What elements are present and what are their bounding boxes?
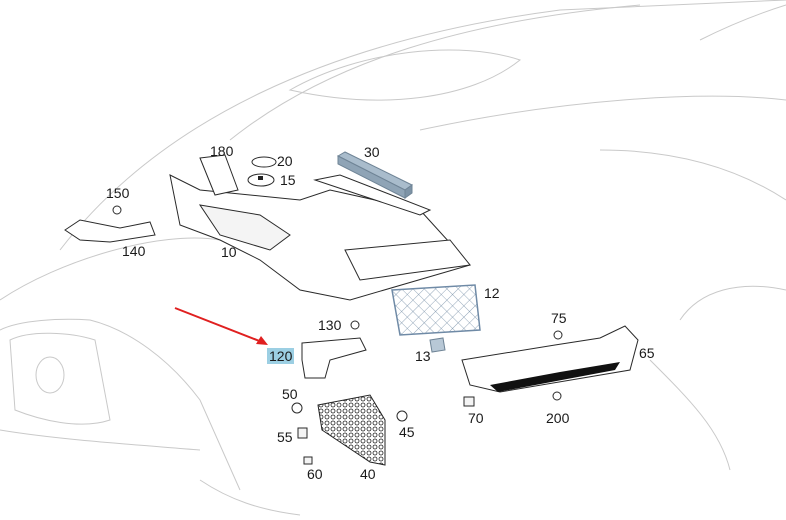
label-10[interactable]: 10 — [221, 244, 237, 260]
part-60[interactable] — [303, 456, 313, 465]
label-150[interactable]: 150 — [106, 185, 130, 201]
label-60[interactable]: 60 — [307, 466, 323, 482]
label-13[interactable]: 13 — [415, 348, 431, 364]
part-45[interactable] — [396, 410, 408, 422]
part-15-center — [258, 176, 263, 180]
label-20[interactable]: 20 — [277, 153, 293, 169]
label-55[interactable]: 55 — [277, 429, 293, 445]
part-140[interactable] — [64, 219, 156, 243]
label-65[interactable]: 65 — [639, 345, 655, 361]
part-30-foam-block[interactable] — [336, 151, 413, 199]
part-13[interactable] — [429, 337, 446, 353]
label-15[interactable]: 15 — [280, 172, 296, 188]
label-45[interactable]: 45 — [399, 424, 415, 440]
part-200-clip[interactable] — [552, 391, 562, 401]
part-130-clip[interactable] — [350, 320, 360, 330]
label-30[interactable]: 30 — [364, 144, 380, 160]
part-65-sill-panel[interactable] — [461, 325, 639, 393]
part-50[interactable] — [291, 402, 303, 414]
label-200[interactable]: 200 — [546, 410, 570, 426]
label-180[interactable]: 180 — [210, 143, 234, 159]
label-50[interactable]: 50 — [282, 386, 298, 402]
part-55[interactable] — [297, 427, 308, 439]
label-40[interactable]: 40 — [360, 466, 376, 482]
label-140[interactable]: 140 — [122, 243, 146, 259]
part-120[interactable] — [301, 337, 367, 379]
part-12-mesh-panel[interactable] — [391, 284, 481, 336]
label-120-highlighted[interactable]: 120 — [267, 348, 295, 364]
part-20[interactable] — [251, 156, 277, 168]
label-12[interactable]: 12 — [484, 285, 500, 301]
part-10-underbody-panel[interactable] — [169, 174, 471, 301]
part-75-clip[interactable] — [553, 330, 563, 340]
label-70[interactable]: 70 — [468, 410, 484, 426]
label-130[interactable]: 130 — [318, 317, 342, 333]
part-70[interactable] — [463, 396, 475, 407]
part-180[interactable] — [199, 154, 239, 196]
label-75[interactable]: 75 — [551, 310, 567, 326]
part-40-grille[interactable] — [317, 394, 386, 466]
pointer-arrow — [174, 307, 268, 345]
part-150-clip[interactable] — [112, 205, 122, 215]
